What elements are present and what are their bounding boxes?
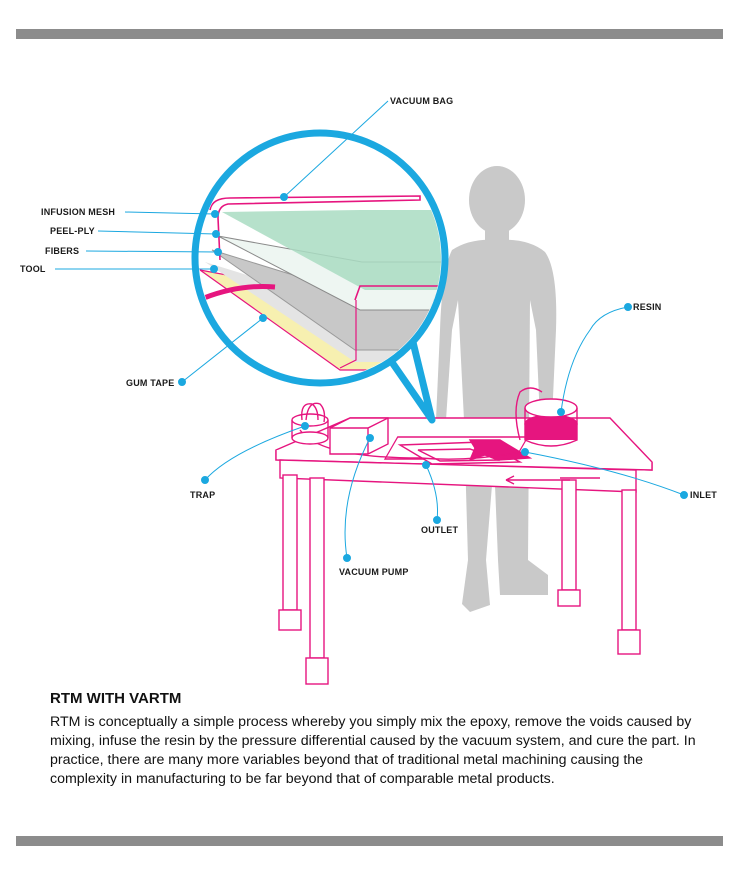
resin-pot [515,387,578,447]
resin-flow-area [468,439,533,462]
flow-arrow-icon [505,475,570,485]
magnifier-callout [191,129,449,424]
trap-jar [291,402,329,445]
bottom-divider-bar [16,836,723,846]
label-trap: TRAP [190,490,216,500]
top-divider-bar [16,29,723,39]
caption-title: RTM WITH VARTM [50,690,182,707]
infusion-mesh-layer [222,210,441,290]
tube-in-magnifier [203,284,276,301]
caption-body: RTM is conceptually a simple process whe… [50,714,696,787]
label-vacuum-pump: VACUUM PUMP [339,567,409,577]
vacuum-pump-box [329,417,389,455]
person-silhouette [436,166,557,612]
label-peel-ply: PEEL-PLY [50,226,95,236]
label-infusion-mesh: INFUSION MESH [41,207,116,217]
label-vacuum-bag: VACUUM BAG [390,96,454,106]
label-inlet: INLET [690,490,717,500]
label-outlet: OUTLET [421,525,459,535]
table-equipment [291,387,578,485]
label-resin: RESIN [633,302,662,312]
label-tool: TOOL [20,264,46,274]
label-gum-tape: GUM TAPE [126,378,175,388]
label-fibers: FIBERS [45,246,80,256]
callout-leaders [55,100,688,562]
